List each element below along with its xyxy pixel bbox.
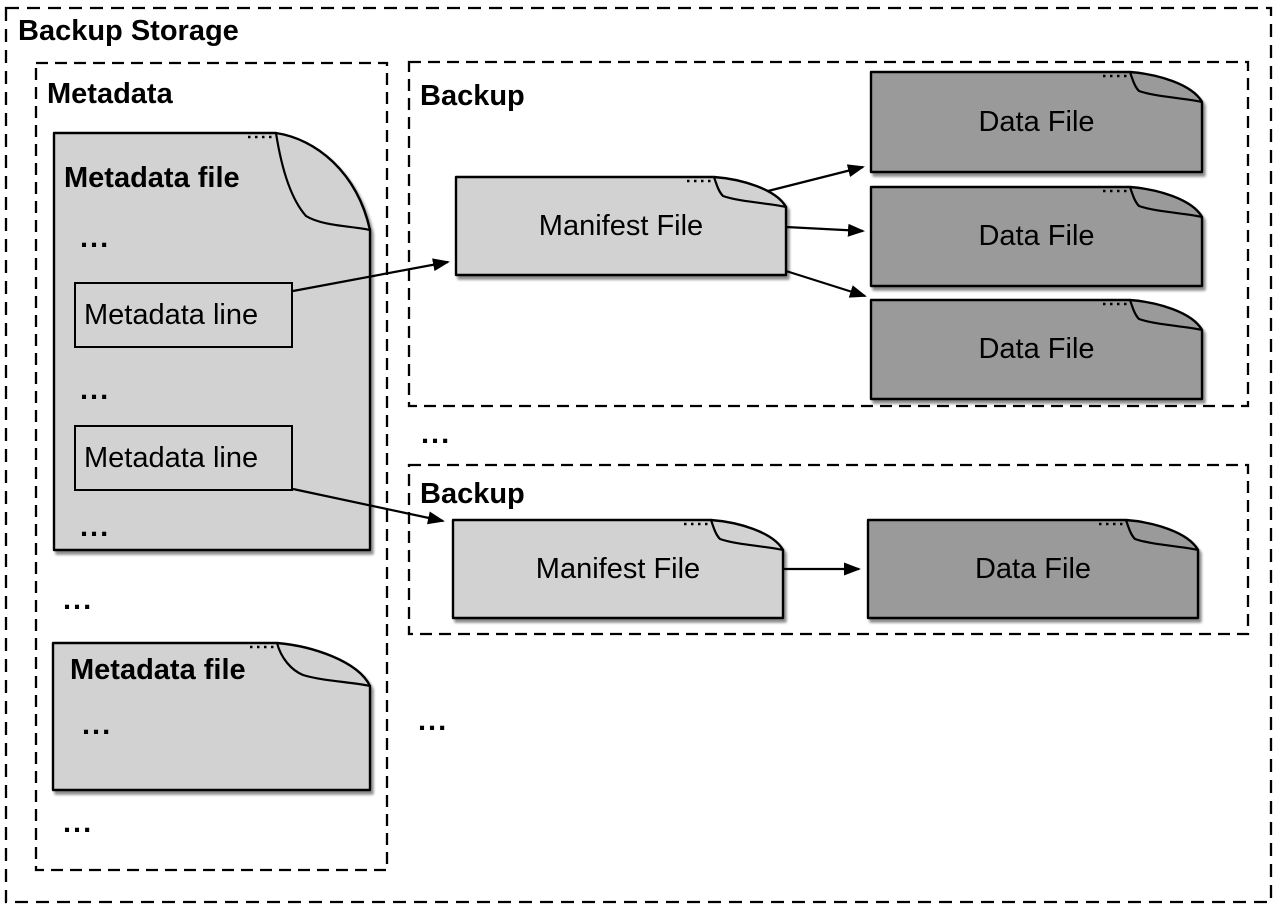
metadata-file-1-title: Metadata file — [64, 162, 240, 194]
ellipsis: ... — [82, 709, 113, 741]
data-file-3-shape — [869, 298, 1204, 401]
metadata-line-2-label: Metadata line — [84, 441, 259, 474]
metadata-line-2: Metadata line — [74, 425, 293, 491]
ellipsis: ... — [63, 584, 94, 616]
ellipsis: ... — [80, 222, 111, 254]
folded-corner-icon — [275, 641, 372, 688]
backup-storage-boundary — [4, 6, 1273, 904]
ellipsis: ... — [80, 374, 111, 406]
metadata-file-2-title: Metadata file — [70, 654, 246, 686]
metadata-line-1-label: Metadata line — [84, 298, 259, 331]
manifest-file-2-shape — [451, 518, 785, 620]
backup-2-boundary — [407, 463, 1250, 636]
arrow-metadata-line-1-to-manifest-1 — [292, 258, 450, 293]
ellipsis: ... — [421, 418, 452, 450]
folded-corner-icon — [274, 131, 372, 232]
data-file-4-shape — [866, 518, 1200, 620]
backup-1-boundary — [407, 60, 1250, 408]
metadata-file-2-shape — [51, 641, 372, 792]
data-file-1-shape — [869, 70, 1204, 174]
data-file-1-label: Data File — [978, 105, 1095, 138]
metadata-boundary — [34, 61, 389, 872]
manifest-file-1-shape — [454, 175, 788, 277]
manifest-file-2-label: Manifest File — [535, 552, 701, 585]
arrow-manifest-1-to-data-file-3 — [785, 269, 867, 298]
ellipsis: ... — [80, 511, 111, 543]
arrow-metadata-line-2-to-manifest-2 — [292, 487, 445, 525]
backup-1-label: Backup — [420, 80, 525, 112]
folded-corner-icon — [1128, 185, 1204, 219]
folded-corner-icon — [1128, 298, 1204, 332]
data-file-2-shape — [869, 185, 1204, 288]
folded-corner-icon — [709, 518, 785, 552]
folded-corner-icon — [1124, 518, 1200, 552]
arrow-manifest-1-to-data-file-1 — [767, 164, 865, 193]
arrow-manifest-1-to-data-file-2 — [785, 223, 865, 237]
manifest-file-1-label: Manifest File — [538, 209, 704, 242]
ellipsis: ... — [63, 807, 94, 839]
metadata-section-label: Metadata — [47, 78, 173, 110]
data-file-4-label: Data File — [974, 552, 1092, 585]
metadata-line-1: Metadata line — [74, 282, 293, 348]
backup-2-label: Backup — [420, 478, 525, 510]
data-file-3-label: Data File — [978, 333, 1095, 365]
folded-corner-icon — [1128, 70, 1204, 104]
folded-corner-icon — [712, 175, 788, 209]
ellipsis: ... — [418, 705, 449, 737]
data-file-2-label: Data File — [978, 220, 1095, 252]
diagram-title: Backup Storage — [18, 15, 239, 47]
